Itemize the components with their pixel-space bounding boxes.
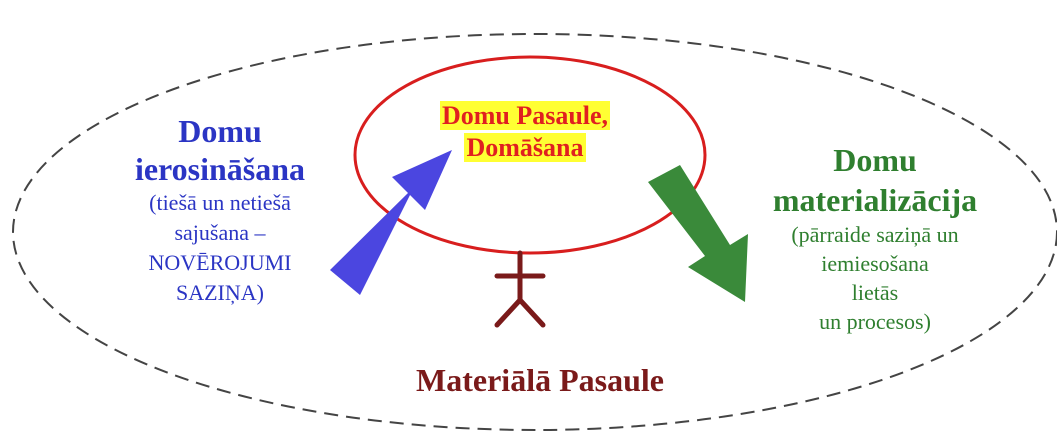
right-title-line-2: materializācija — [772, 182, 978, 218]
right-body-line-4: un procesos) — [819, 309, 931, 334]
arrow-up-right-icon — [330, 150, 452, 295]
right-label-group: Domu materializācija (pārraide saziņā un… — [725, 140, 1025, 336]
right-body-line-1: (pārraide saziņā un — [791, 222, 959, 247]
right-body-line-2: iemiesošana — [821, 251, 929, 276]
left-body-line-4: SAZIŅA) — [176, 280, 264, 305]
outer-dashed-ellipse — [12, 33, 1057, 431]
stick-figure-icon — [494, 250, 546, 328]
left-title-line-2: ierosināšana — [134, 151, 306, 187]
bottom-label: Materiālā Pasaule — [416, 362, 664, 398]
center-line-1: Domu Pasaule, — [439, 101, 611, 130]
left-title-line-1: Domu — [178, 113, 262, 149]
center-label: Domu Pasaule, Domāšana — [405, 100, 645, 164]
inner-thought-ellipse — [353, 55, 707, 255]
left-label-group: Domu ierosināšana (tiešā un netiešā saju… — [70, 112, 370, 308]
arrow-down-right-icon — [648, 165, 748, 302]
center-line-2: Domāšana — [464, 133, 586, 162]
right-title-line-1: Domu — [833, 142, 917, 178]
left-body-line-2: sajušana – — [174, 220, 266, 245]
left-body-line-3: NOVĒROJUMI — [148, 250, 292, 275]
left-body-line-1: (tiešā un netiešā — [149, 190, 291, 215]
right-body-line-3: lietās — [851, 280, 899, 305]
